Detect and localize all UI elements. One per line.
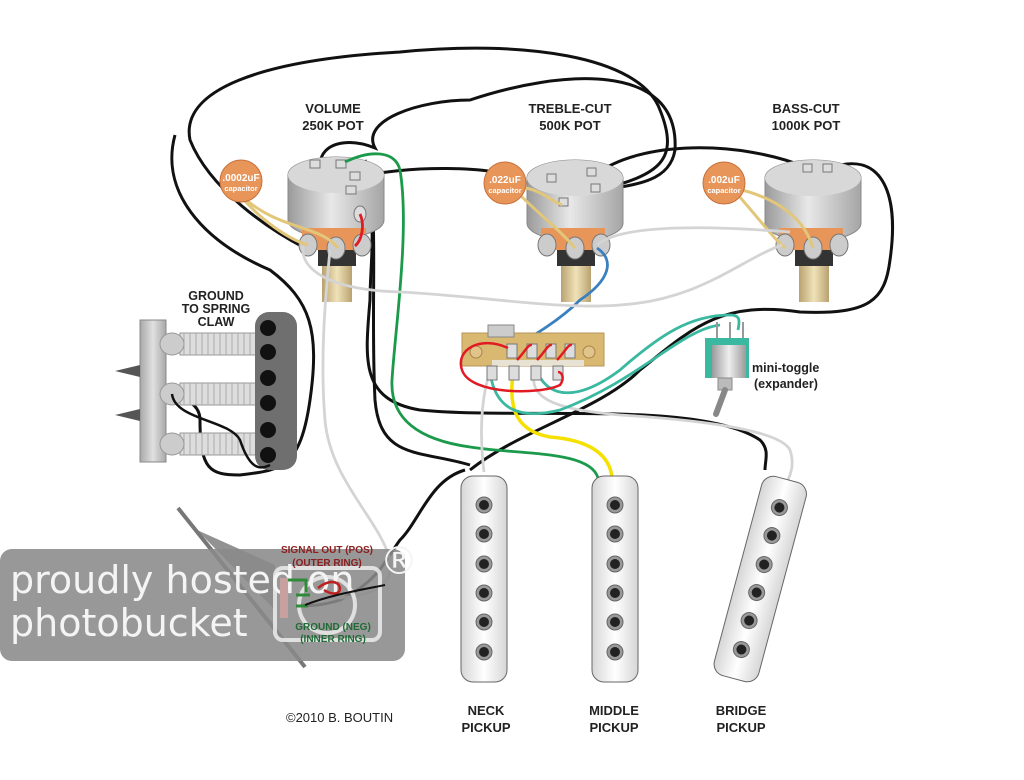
claw-screw-bottom [115,409,140,421]
mini-toggle-label-1: mini-toggle [752,361,819,375]
pickup-bridge-label-2: PICKUP [716,720,765,735]
spring-claw-assembly: GROUND TO SPRING CLAW [115,289,297,470]
pot-volume-name: VOLUME [305,101,361,116]
pickup-neck [460,475,508,683]
springs [179,332,259,456]
mini-toggle-label-2: (expander) [754,377,818,391]
pickup-middle-label-2: PICKUP [589,720,638,735]
claw-screw-top [115,365,140,377]
wire-black-outer-loop [319,77,677,192]
capacitor-treble-value: .022uF [489,175,521,186]
pot-bass-value: 1000K POT [772,118,841,133]
wire-black-vol-down [356,193,768,471]
capacitor-bass-value: .002uF [708,175,740,186]
spring-claw-label-2: TO SPRING [182,302,251,316]
spring-claw-label-3: CLAW [198,315,235,329]
pickup-neck-label-1: NECK [468,703,505,718]
pickup-bridge-label-1: BRIDGE [716,703,767,718]
wire-teal-1 [488,323,721,415]
wire-red-vol [353,213,364,248]
wire-teal-2 [535,313,741,395]
wire-yellow [510,371,614,479]
wire-white-treble-bass [596,226,791,247]
watermark-line-2: photobucket [10,601,248,645]
pot-treble-name: TREBLE-CUT [528,101,611,116]
wire-black-claw [164,134,316,477]
wire-black-treble-bass [594,146,809,177]
trem-block [255,312,297,470]
jack-detail: SIGNAL OUT (POS) (OUTER RING) GROUND (NE… [280,545,386,645]
colored-wires [301,152,794,600]
capacitor-volume-label: capacitor [224,184,257,193]
pot-bass [764,159,862,302]
spring-claw-label-1: GROUND [188,289,244,303]
wire-black-ground-loop [187,46,669,250]
jack-signal-label-1: SIGNAL OUT (POS) [281,545,373,556]
capacitor-volume: .0002uF capacitor [219,159,340,249]
wire-green [344,152,600,479]
pickup-middle-label-1: MIDDLE [589,703,639,718]
copyright: ©2010 B. BOUTIN [286,710,393,725]
pickup-selector-switch [459,324,605,393]
capacitor-bass-label: capacitor [707,186,740,195]
pot-volume [287,156,385,302]
pickup-middle [591,475,639,683]
pot-treble [526,159,624,302]
watermark-registered: ® [380,539,418,583]
jack-signal-label-2: (OUTER RING) [292,558,361,569]
capacitor-treble: .022uF capacitor [483,161,577,249]
capacitor-treble-label: capacitor [488,186,521,195]
capacitor-volume-value: .0002uF [222,173,259,184]
pot-treble-value: 500K POT [539,118,600,133]
wire-white-bridge [532,374,794,481]
jack-ground-label-1: GROUND (NEG) [295,622,371,633]
wire-white-neck [480,371,492,473]
mini-toggle-switch: mini-toggle (expander) [705,322,819,417]
jack-ground-label-2: (INNER RING) [300,634,366,645]
pickup-neck-label-2: PICKUP [461,720,510,735]
wire-white-main [301,243,783,308]
pot-volume-value: 250K POT [302,118,363,133]
pickup-bridge [713,475,807,683]
pot-bass-name: BASS-CUT [772,101,839,116]
